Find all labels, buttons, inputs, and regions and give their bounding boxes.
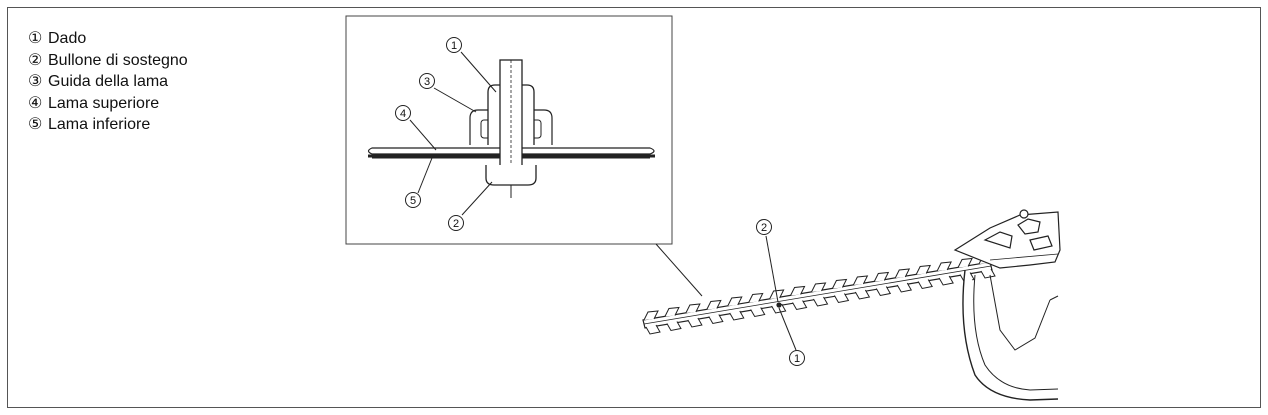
inset-callout-lower-blade: 5 xyxy=(410,195,416,207)
blade-tooth xyxy=(643,310,661,335)
inset-callout-blade-guide: 3 xyxy=(424,76,430,88)
blade-tooth xyxy=(894,268,913,293)
blade-tooth xyxy=(852,275,871,300)
hedge-trimmer-illustration xyxy=(642,209,1061,401)
inset-callout-support-bolt: 2 xyxy=(453,218,459,230)
inset-callout-upper-blade: 4 xyxy=(400,108,406,120)
blade-tooth xyxy=(748,292,766,318)
blade-tooth xyxy=(664,306,682,332)
inset-callout-nut: 1 xyxy=(451,40,457,52)
hand-guard xyxy=(962,269,1059,401)
main-callout-nut: 1 xyxy=(794,353,800,365)
blade-tooth xyxy=(790,285,808,311)
inset-connector-line xyxy=(655,243,703,297)
blade-tooth xyxy=(873,271,892,297)
blade-tooth xyxy=(831,278,850,304)
blade-tooth xyxy=(915,264,933,290)
blade-tooth xyxy=(811,282,829,307)
blade-tooth xyxy=(706,299,724,325)
main-callout-support-bolt: 2 xyxy=(761,222,767,234)
bolt-head xyxy=(485,165,537,186)
detail-inset xyxy=(345,15,673,245)
blade-teeth xyxy=(643,254,996,335)
blade-tooth xyxy=(685,303,703,328)
blade-tooth xyxy=(936,261,954,286)
blade-tooth xyxy=(727,296,745,321)
